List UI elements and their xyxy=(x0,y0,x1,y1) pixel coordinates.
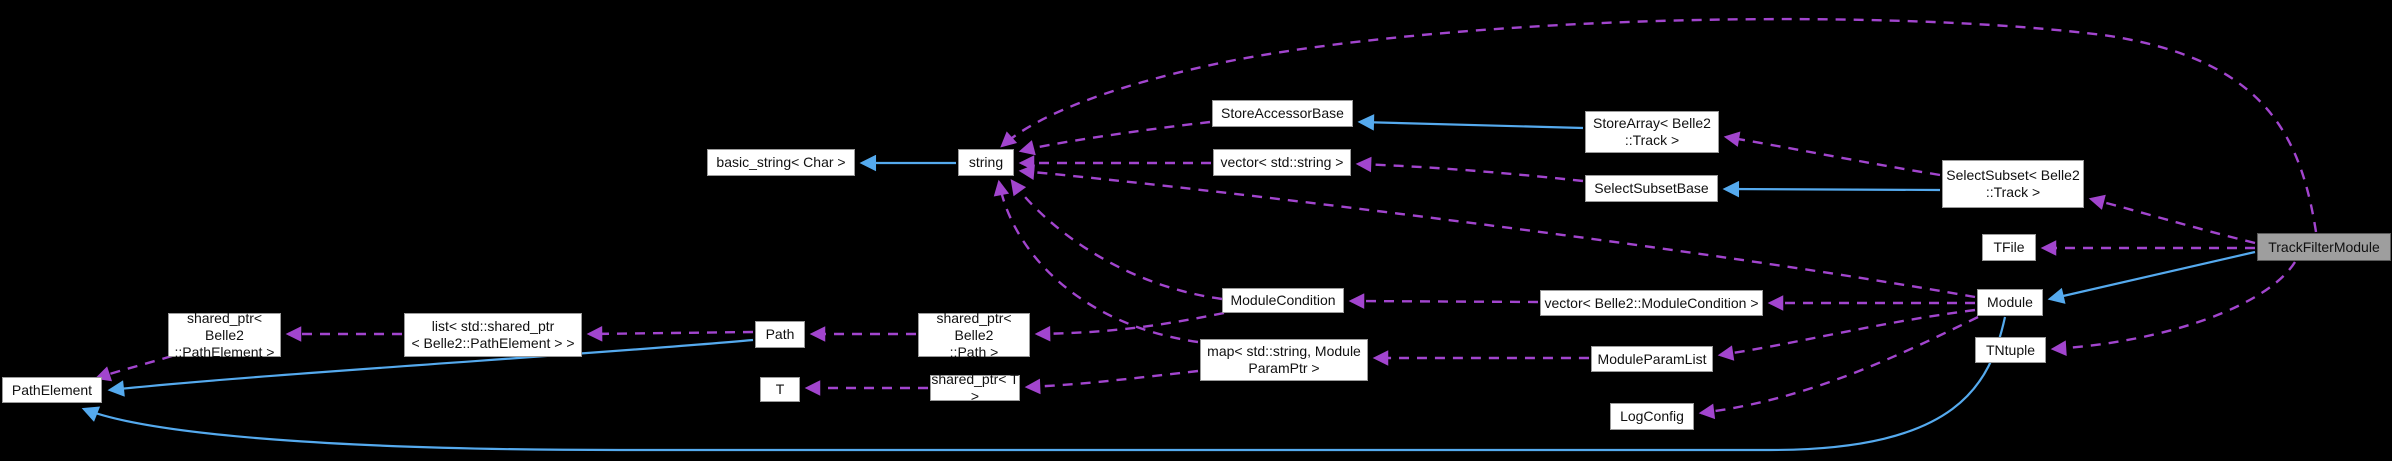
node-label-tntuple: TNtuple xyxy=(1985,341,2036,358)
edge-path-to-path_element xyxy=(107,338,754,397)
node-label-shared_ptr_path_element: shared_ptr< Belle2 ::PathElement > xyxy=(174,309,275,360)
node-path_element[interactable]: PathElement xyxy=(2,377,102,403)
node-shared_ptr_path[interactable]: shared_ptr< Belle2 ::Path > xyxy=(918,310,1030,360)
edge-module-to-string xyxy=(1018,164,1976,299)
node-module_param_list[interactable]: ModuleParamList xyxy=(1591,346,1713,372)
node-store_array_track[interactable]: StoreArray< Belle2 ::Track > xyxy=(1585,111,1719,153)
node-label-select_subset_track: SelectSubset< Belle2 ::Track > xyxy=(1946,167,2080,200)
edge-select_subset_base-to-vector_string xyxy=(1355,156,1584,183)
node-log_config[interactable]: LogConfig xyxy=(1610,403,1694,430)
edge-path-to-list_shared_ptr_path_element xyxy=(586,326,754,342)
edge-vector_module_condition-to-module_condition xyxy=(1348,293,1539,309)
edge-select_subset_track-to-select_subset_base xyxy=(1722,180,1941,198)
node-label-basic_string: basic_string< Char > xyxy=(716,154,846,170)
node-t[interactable]: T xyxy=(760,377,800,402)
edge-track_filter_module-to-module xyxy=(2047,250,2256,304)
node-label-list_shared_ptr_path_element: list< std::shared_ptr < Belle2::PathElem… xyxy=(411,318,575,351)
node-track_filter_module[interactable]: TrackFilterModule xyxy=(2257,233,2391,261)
node-label-select_subset_base: SelectSubsetBase xyxy=(1594,180,1709,196)
node-label-module_condition: ModuleCondition xyxy=(1230,292,1336,308)
edge-module-to-log_config xyxy=(1698,315,1979,420)
node-tntuple[interactable]: TNtuple xyxy=(1975,337,2046,363)
node-label-log_config: LogConfig xyxy=(1620,408,1684,424)
node-label-t: T xyxy=(775,381,785,397)
node-label-store_accessor_base: StoreAccessorBase xyxy=(1221,105,1344,121)
edge-module_condition-to-string xyxy=(1010,179,1223,301)
node-basic_string[interactable]: basic_string< Char > xyxy=(707,149,855,176)
node-select_subset_track[interactable]: SelectSubset< Belle2 ::Track > xyxy=(1942,160,2084,208)
node-vector_module_condition[interactable]: vector< Belle2::ModuleCondition > xyxy=(1540,290,1763,316)
node-map_param[interactable]: map< std::string, Module ParamPtr > xyxy=(1200,339,1368,381)
edge-shared_ptr_path_element-to-path_element xyxy=(94,354,173,382)
edge-module-to-module_param_list xyxy=(1717,308,1976,361)
node-label-track_filter_module: TrackFilterModule xyxy=(2268,238,2380,255)
edge-map_param-to-string xyxy=(993,179,1199,344)
edge-select_subset_track-to-store_array_track xyxy=(1723,131,1941,177)
node-label-module_param_list: ModuleParamList xyxy=(1597,350,1707,367)
edge-track_filter_module-to-string xyxy=(1000,17,2318,233)
node-label-vector_string: vector< std::string > xyxy=(1220,154,1344,170)
edge-module-to-path_element xyxy=(81,316,2007,452)
node-label-tfile: TFile xyxy=(1993,239,2025,255)
node-label-map_param: map< std::string, Module ParamPtr > xyxy=(1207,343,1361,376)
node-label-module: Module xyxy=(1987,294,2033,310)
node-module[interactable]: Module xyxy=(1977,289,2043,316)
node-label-path: Path xyxy=(765,326,795,342)
node-label-shared_ptr_path: shared_ptr< Belle2 ::Path > xyxy=(936,309,1012,360)
node-label-vector_module_condition: vector< Belle2::ModuleCondition > xyxy=(1544,294,1759,311)
node-label-store_array_track: StoreArray< Belle2 ::Track > xyxy=(1593,115,1711,148)
node-vector_string[interactable]: vector< std::string > xyxy=(1213,149,1351,176)
edge-track_filter_module-to-select_subset_track xyxy=(2088,194,2256,245)
edge-module_condition-to-shared_ptr_path xyxy=(1034,311,1225,342)
node-list_shared_ptr_path_element[interactable]: list< std::shared_ptr < Belle2::PathElem… xyxy=(404,313,582,357)
node-label-path_element: PathElement xyxy=(11,381,93,398)
node-label-shared_ptr_t: shared_ptr< T > xyxy=(931,371,1019,404)
node-label-string: string xyxy=(968,154,1004,170)
edge-store_array_track-to-store_accessor_base xyxy=(1357,114,1584,131)
node-store_accessor_base[interactable]: StoreAccessorBase xyxy=(1212,100,1353,127)
edge-track_filter_module-to-tntuple xyxy=(2050,261,2297,356)
node-string[interactable]: string xyxy=(958,149,1014,176)
node-path[interactable]: Path xyxy=(755,321,805,348)
edge-store_accessor_base-to-string xyxy=(1018,120,1211,156)
node-select_subset_base[interactable]: SelectSubsetBase xyxy=(1585,175,1718,202)
node-tfile[interactable]: TFile xyxy=(1982,234,2036,261)
node-shared_ptr_t[interactable]: shared_ptr< T > xyxy=(930,371,1020,404)
node-shared_ptr_path_element[interactable]: shared_ptr< Belle2 ::PathElement > xyxy=(168,310,281,360)
node-module_condition[interactable]: ModuleCondition xyxy=(1222,288,1344,313)
